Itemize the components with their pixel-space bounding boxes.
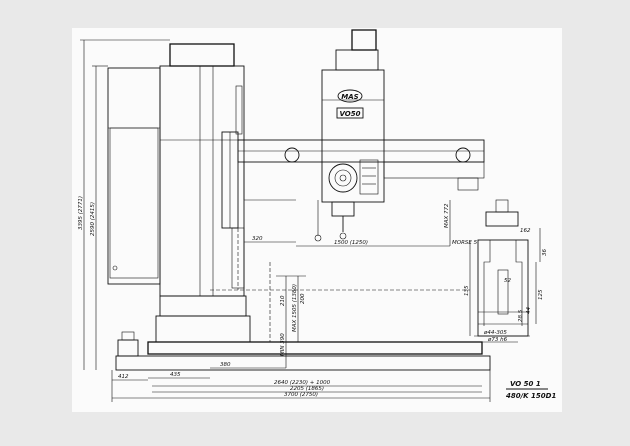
dim-bolt: ø44-305 bbox=[483, 330, 507, 336]
dim-height-overall: 3395 (2771) bbox=[78, 196, 84, 230]
dim-435: 435 bbox=[170, 372, 181, 378]
dim-2205: 2205 (1865) bbox=[290, 386, 324, 392]
dim-max-spindle: MAX 772 bbox=[444, 203, 450, 228]
drill-head: MAS VO50 bbox=[314, 29, 385, 242]
model-plate bbox=[336, 107, 364, 119]
brand-label: MAS bbox=[341, 93, 358, 101]
dim-morse: MORSE 5 bbox=[452, 240, 478, 246]
dim-412: 412 bbox=[118, 374, 129, 380]
dim-28-5: 28.5 bbox=[518, 309, 524, 322]
dim-3700: 3700 (2750) bbox=[284, 392, 318, 398]
paper-sheet bbox=[72, 28, 562, 412]
knob-icon bbox=[112, 265, 118, 271]
dim-135: 135 bbox=[464, 285, 470, 296]
dim-min-390: MIN 390 bbox=[280, 333, 286, 356]
dimension-labels: 3395 (2771) 2590 (2415) 320 1500 (1250) … bbox=[78, 196, 548, 398]
dim-2640: 2640 (2230) + 1000 bbox=[274, 380, 331, 386]
dimension-lines bbox=[80, 39, 541, 402]
title-line-2: 480/K 150D1 bbox=[506, 392, 556, 400]
dim-reach: 1500 (1250) bbox=[334, 240, 368, 246]
dim-125: 125 bbox=[538, 289, 544, 300]
dim-380: 380 bbox=[220, 362, 231, 368]
brand-plate bbox=[337, 89, 363, 103]
title-line-1: VO 50 1 bbox=[510, 380, 541, 388]
dim-52: 52 bbox=[504, 278, 511, 284]
dim-max-1505: MAX 1505 (1380) bbox=[292, 284, 298, 332]
machine-body bbox=[107, 43, 491, 371]
model-label: VO50 bbox=[340, 110, 361, 118]
feed-dial-icon bbox=[328, 163, 358, 193]
dim-bolt2: ø73 h6 bbox=[487, 337, 508, 343]
radial-arm bbox=[237, 139, 485, 201]
dim-36: 36 bbox=[542, 249, 548, 256]
dim-height-column: 2590 (2415) bbox=[90, 202, 96, 236]
dim-arm-left: 320 bbox=[252, 236, 263, 242]
dim-210: 210 bbox=[280, 295, 286, 306]
handwheel-icon bbox=[284, 147, 300, 163]
dim-162: 162 bbox=[520, 228, 531, 234]
title-block: VO 50 1 480/K 150D1 bbox=[506, 380, 556, 400]
dim-200: 200 bbox=[300, 293, 306, 304]
dim-44: 44 bbox=[526, 307, 532, 314]
